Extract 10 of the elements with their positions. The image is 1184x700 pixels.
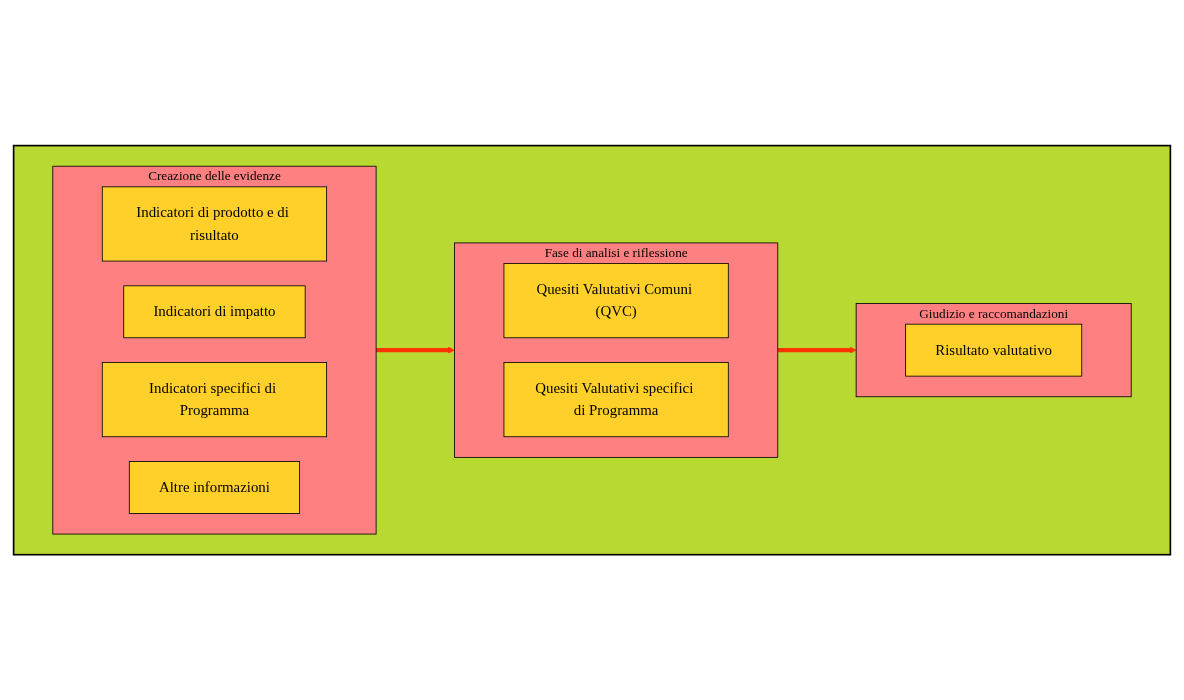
node-box: Risultato valutativo bbox=[905, 323, 1083, 377]
node-box: Altre informazioni bbox=[128, 460, 300, 514]
arrow bbox=[376, 346, 455, 354]
node-box: Indicatori specifici di Programma bbox=[101, 361, 328, 437]
cluster bbox=[12, 144, 1172, 556]
node-box: Quesiti Valutativi specifici di Programma bbox=[503, 361, 729, 437]
node-box: Indicatori di impatto bbox=[123, 285, 306, 339]
arrow bbox=[777, 346, 857, 354]
node-box: Indicatori di prodotto e di risultato bbox=[101, 186, 328, 262]
node-box: Quesiti Valutativi Comuni (QVC) bbox=[503, 262, 729, 339]
